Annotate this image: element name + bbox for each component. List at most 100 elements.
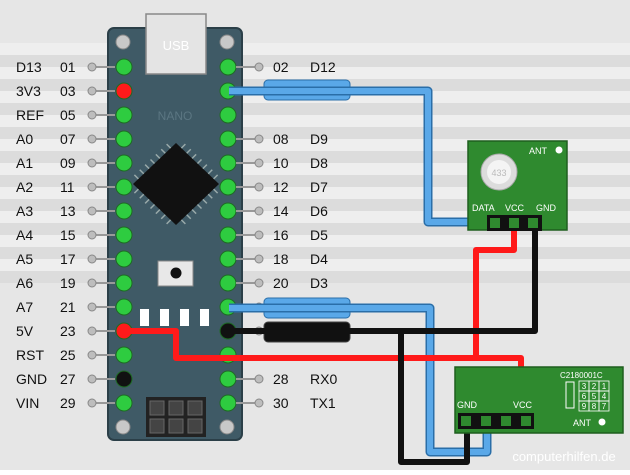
mount-hole (115, 419, 131, 435)
pin-end (254, 278, 264, 288)
jumper-digit: 2 (592, 382, 597, 391)
pin-number: 14 (273, 203, 289, 219)
pin-name: D6 (310, 203, 328, 219)
pin-number: 13 (60, 203, 76, 219)
transmitter-ant-label: ANT (529, 146, 548, 156)
pin-name: GND (16, 371, 47, 387)
chip-leg (133, 188, 139, 194)
pin-pad (115, 178, 133, 196)
chip-leg (186, 148, 192, 154)
icsp-pins (149, 400, 203, 434)
arduino-nano-board: USB NANO (107, 13, 243, 441)
blue-wire-d2 (229, 305, 490, 455)
receiver-pin-gnd: GND (457, 400, 478, 410)
pin-name: A0 (16, 131, 33, 147)
pin-number: 11 (60, 179, 75, 195)
pin-pad (219, 394, 237, 412)
chip-leg (191, 153, 197, 159)
pin-end (87, 278, 97, 288)
pin-end (87, 230, 97, 240)
pin-name: A7 (16, 299, 33, 315)
pin-number: 10 (273, 155, 289, 171)
pin-pad (219, 250, 237, 268)
jumper-cell (598, 400, 610, 412)
jumper-digit: 8 (592, 402, 597, 411)
chip-leg (155, 153, 161, 159)
pin-name: RX0 (310, 371, 337, 387)
watermark: computerhilfen.de (512, 449, 615, 464)
chip-leg (213, 174, 219, 180)
pin-name: RST (16, 347, 44, 363)
pin-name: D13 (16, 59, 42, 75)
pin-number: 29 (60, 395, 76, 411)
pin-name: A5 (16, 251, 33, 267)
pin-name: D4 (310, 251, 328, 267)
chip-pins (133, 143, 219, 225)
pin-number: 27 (60, 371, 76, 387)
pin-number: 21 (60, 299, 76, 315)
led (200, 309, 209, 326)
pin-end (254, 254, 264, 264)
pin-number: 25 (60, 347, 76, 363)
right-pin: 10 D8 (219, 154, 328, 172)
usb-label: USB (163, 38, 190, 53)
crystal-face (487, 160, 511, 184)
pin-end (87, 374, 97, 384)
pin-end (254, 230, 264, 240)
pin-number: 07 (60, 131, 76, 147)
icsp-pin (168, 400, 184, 416)
pin-pad (115, 346, 133, 364)
usb-connector (145, 13, 207, 75)
pin-name: 5V (16, 323, 34, 339)
pin-pad (115, 202, 133, 220)
pin-end (87, 110, 97, 120)
pin-pad (115, 298, 133, 316)
jumper-digit: 7 (602, 402, 607, 411)
pin-name: A3 (16, 203, 33, 219)
jumper-digit: 5 (592, 392, 597, 401)
mount-hole (115, 34, 131, 50)
chip-leg (149, 158, 156, 165)
header-pin (528, 218, 538, 228)
pin-end (254, 206, 264, 216)
pin-pad (219, 106, 237, 124)
icsp-pin (149, 400, 165, 416)
pin-pad (219, 178, 237, 196)
chip-leg (166, 219, 172, 225)
chip-leg (202, 198, 208, 204)
pin-name: D8 (310, 155, 328, 171)
pin-number: 23 (60, 323, 76, 339)
left-pin: GND 27 (16, 370, 133, 388)
transmitter-pin-gnd: GND (536, 203, 557, 213)
pin-end (87, 134, 97, 144)
icsp-pin (149, 418, 165, 434)
right-pin (219, 106, 237, 124)
pin-pad (115, 250, 133, 268)
antenna-pad (598, 418, 606, 426)
pin-end (254, 158, 264, 168)
receiver-pin-vcc: VCC (513, 400, 533, 410)
pin-pad (115, 130, 133, 148)
pin-end (87, 326, 97, 336)
left-pin: RST 25 (16, 346, 133, 364)
pin-name: D3 (310, 275, 328, 291)
pin-number: 30 (273, 395, 289, 411)
pin-pad (115, 226, 133, 244)
pin-end (87, 206, 97, 216)
pin-end (87, 182, 97, 192)
led (180, 309, 189, 326)
pin-number: 15 (60, 227, 76, 243)
chip-leg (160, 148, 166, 154)
pin-pad (219, 226, 237, 244)
